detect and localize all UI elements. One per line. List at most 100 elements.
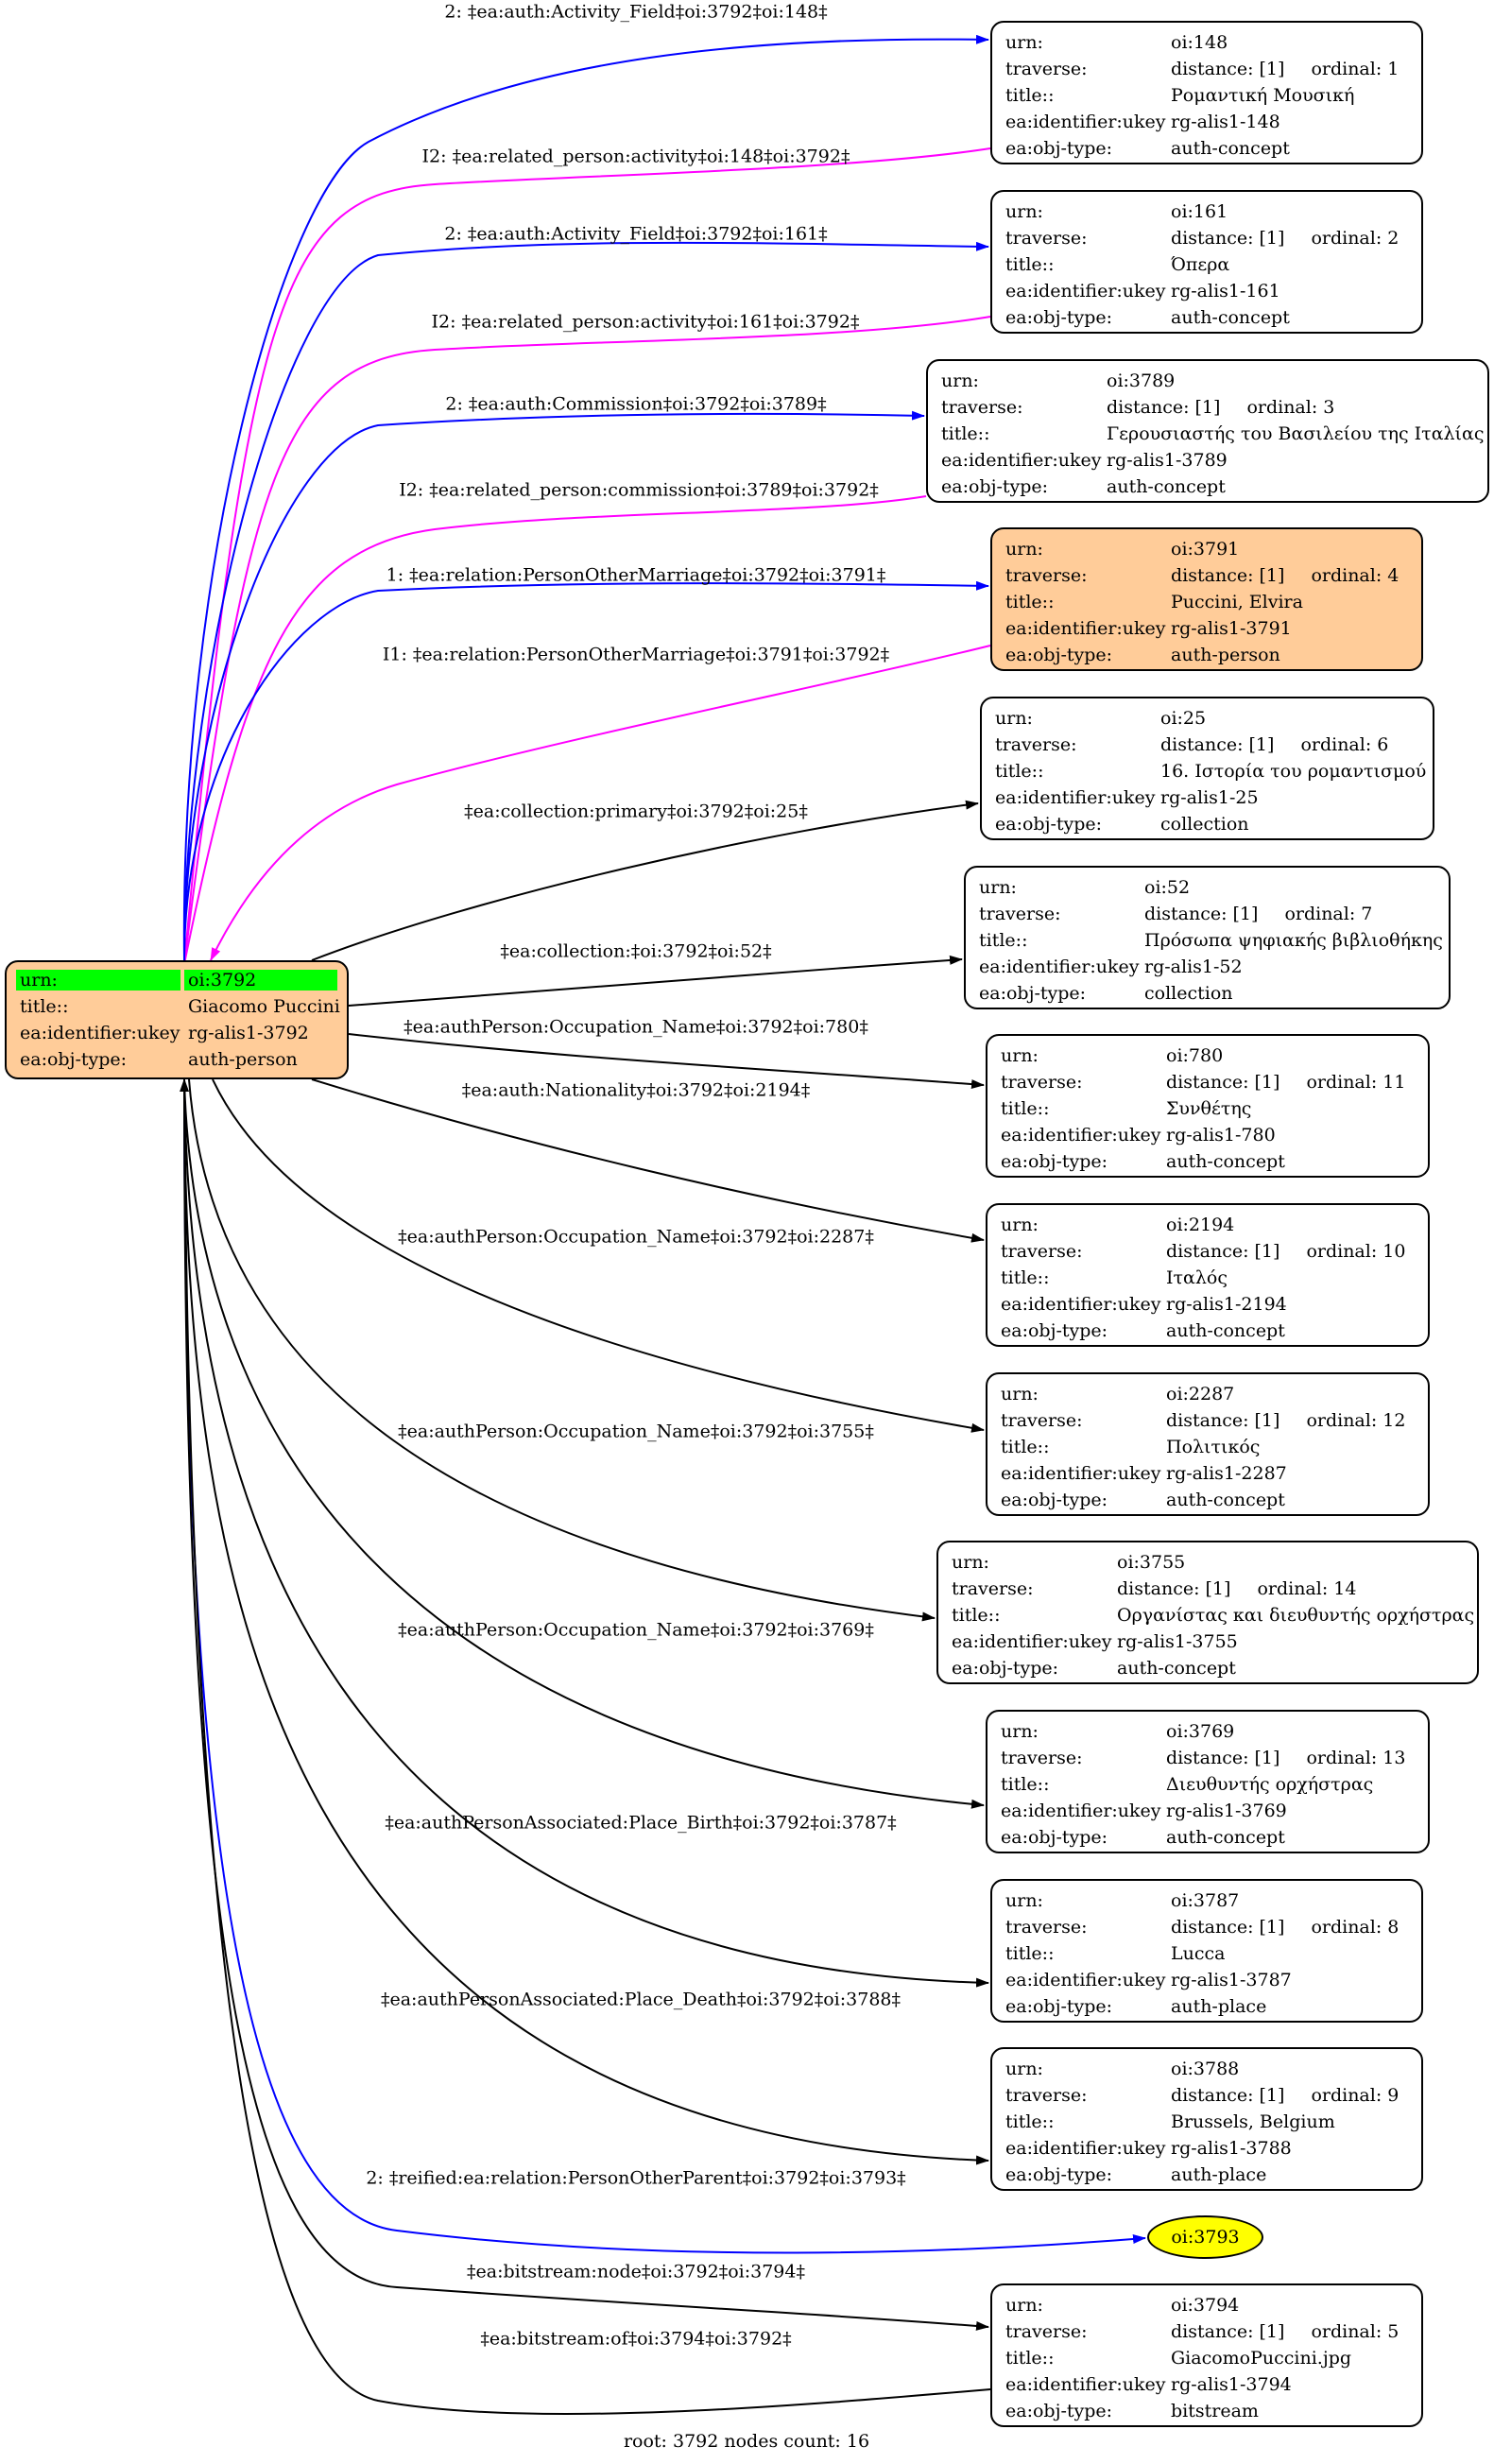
edge-label-19: ‡ea:bitstream:of‡oi:3794‡oi:3792‡ bbox=[480, 2328, 792, 2350]
urn-row: urn:oi:3788 bbox=[1005, 2056, 1412, 2082]
edge-label-13: ‡ea:authPerson:Occupation_Name‡oi:3792‡o… bbox=[398, 1421, 874, 1442]
objtype-value: auth-place bbox=[1171, 1996, 1267, 2017]
traverse-row: traverse:distance: [1]ordinal: 11 bbox=[1001, 1069, 1418, 1095]
objtype-value: auth-person bbox=[1171, 645, 1280, 665]
urn-row: urn:oi:780 bbox=[1001, 1042, 1418, 1069]
title-row: title::Πρόσωπα ψηφιακής βιβλιοθήκης bbox=[979, 927, 1443, 954]
ordinal-value: ordinal: 12 bbox=[1306, 1410, 1406, 1431]
urn-key: urn: bbox=[1005, 32, 1043, 53]
edge-label-5: I2: ‡ea:related_person:commission‡oi:378… bbox=[399, 479, 879, 501]
ukey-key: ea:identifier:ukey bbox=[941, 450, 1102, 471]
ordinal-value: ordinal: 1 bbox=[1311, 59, 1400, 79]
traverse-key: traverse: bbox=[941, 397, 1023, 418]
edge-0 bbox=[182, 34, 989, 961]
ukey-key: ea:identifier:ukey bbox=[1005, 2374, 1166, 2395]
edge-label-9: ‡ea:collection:‡oi:3792‡oi:52‡ bbox=[500, 940, 772, 962]
root-urn-value: oi:3792 bbox=[184, 970, 337, 991]
traverse-key: traverse: bbox=[1005, 2321, 1088, 2342]
edge-18 bbox=[183, 1078, 989, 2331]
urn-row: urn:oi:148 bbox=[1005, 29, 1412, 56]
title-key: title:: bbox=[1005, 85, 1055, 106]
ukey-value: rg-alis1-25 bbox=[1160, 787, 1259, 808]
root-ukey-row: ea:identifier:ukey rg-alis1-3792 bbox=[16, 1020, 337, 1046]
edge-14 bbox=[183, 1078, 985, 1809]
objtype-row: ea:obj-type:auth-concept bbox=[1001, 1318, 1418, 1344]
traverse-key: traverse: bbox=[1005, 2085, 1088, 2106]
objtype-key: ea:obj-type: bbox=[1005, 307, 1113, 328]
urn-row: urn:oi:3791 bbox=[1005, 536, 1412, 562]
title-row: title::Γερουσιαστής του Βασιλείου της Ιτ… bbox=[941, 421, 1484, 447]
traverse-value: distance: [1]ordinal: 14 bbox=[1117, 1578, 1468, 1599]
ordinal-value: ordinal: 14 bbox=[1257, 1578, 1357, 1599]
objtype-row: ea:obj-type:auth-concept bbox=[1005, 135, 1412, 162]
ukey-key: ea:identifier:ukey bbox=[1001, 1801, 1161, 1821]
edge-label-6: 1: ‡ea:relation:PersonOtherMarriage‡oi:3… bbox=[386, 564, 886, 586]
urn-row: urn:oi:3789 bbox=[941, 368, 1478, 394]
edge-label-18: ‡ea:bitstream:node‡oi:3792‡oi:3794‡ bbox=[467, 2261, 805, 2283]
objtype-key: ea:obj-type: bbox=[1005, 2164, 1113, 2185]
urn-value: oi:780 bbox=[1166, 1045, 1224, 1066]
root-node[interactable]: urn: oi:3792 title:: Giacomo Puccini ea:… bbox=[5, 960, 349, 1079]
traverse-key: traverse: bbox=[995, 734, 1077, 755]
traverse-row: traverse:distance: [1]ordinal: 9 bbox=[1005, 2082, 1412, 2109]
title-row: title::Διευθυντής ορχήστρας bbox=[1001, 1771, 1418, 1798]
traverse-value: distance: [1]ordinal: 6 bbox=[1160, 734, 1423, 755]
objtype-value: auth-concept bbox=[1166, 1490, 1285, 1510]
urn-key: urn: bbox=[952, 1552, 989, 1573]
ukey-value: rg-alis1-3788 bbox=[1171, 2138, 1292, 2159]
urn-key: urn: bbox=[1005, 1890, 1043, 1911]
urn-key: urn: bbox=[1001, 1384, 1039, 1404]
traverse-row: traverse:distance: [1]ordinal: 13 bbox=[1001, 1745, 1418, 1771]
edge-11 bbox=[311, 1078, 985, 1243]
ukey-value: rg-alis1-3769 bbox=[1166, 1801, 1287, 1821]
edge-label-2: 2: ‡ea:auth:Activity_Field‡oi:3792‡oi:16… bbox=[444, 223, 828, 245]
title-row: title::GiacomoPuccini.jpg bbox=[1005, 2345, 1412, 2371]
distance-value: distance: [1] bbox=[1166, 1748, 1280, 1768]
objtype-row: ea:obj-type:auth-concept bbox=[1001, 1824, 1418, 1851]
ordinal-value: ordinal: 13 bbox=[1306, 1748, 1406, 1768]
ordinal-value: ordinal: 7 bbox=[1284, 904, 1373, 924]
objtype-key: ea:obj-type: bbox=[941, 476, 1049, 497]
urn-value: oi:3794 bbox=[1171, 2295, 1240, 2316]
traverse-value: distance: [1]ordinal: 7 bbox=[1144, 904, 1439, 924]
urn-key: urn: bbox=[1001, 1215, 1039, 1235]
urn-row: urn:oi:3794 bbox=[1005, 2292, 1412, 2318]
distance-value: distance: [1] bbox=[1171, 228, 1285, 249]
title-key: title:: bbox=[952, 1605, 1001, 1626]
distance-value: distance: [1] bbox=[1171, 565, 1285, 586]
urn-row: urn:oi:2194 bbox=[1001, 1212, 1418, 1238]
urn-row: urn:oi:25 bbox=[995, 705, 1423, 732]
ordinal-value: ordinal: 10 bbox=[1306, 1241, 1406, 1262]
edge-19 bbox=[180, 1078, 991, 2415]
ukey-value: rg-alis1-52 bbox=[1144, 956, 1243, 977]
title-row: title::Οργανίστας και διευθυντής ορχήστρ… bbox=[952, 1602, 1474, 1628]
traverse-value: distance: [1]ordinal: 12 bbox=[1166, 1410, 1418, 1431]
title-value: Οργανίστας και διευθυντής ορχήστρας bbox=[1117, 1605, 1475, 1626]
objtype-value: bitstream bbox=[1171, 2401, 1259, 2421]
title-key: title:: bbox=[1001, 1098, 1050, 1119]
objtype-key: ea:obj-type: bbox=[1005, 645, 1113, 665]
ukey-value: rg-alis1-3755 bbox=[1117, 1631, 1238, 1652]
node-oi-3793-ellipse[interactable]: oi:3793 bbox=[1147, 2215, 1263, 2259]
objtype-row: ea:obj-type:collection bbox=[995, 811, 1423, 837]
traverse-value: distance: [1]ordinal: 2 bbox=[1171, 228, 1412, 249]
ukey-value: rg-alis1-161 bbox=[1171, 281, 1280, 302]
ukey-key: ea:identifier:ukey bbox=[979, 956, 1140, 977]
ukey-value: rg-alis1-148 bbox=[1171, 112, 1280, 132]
